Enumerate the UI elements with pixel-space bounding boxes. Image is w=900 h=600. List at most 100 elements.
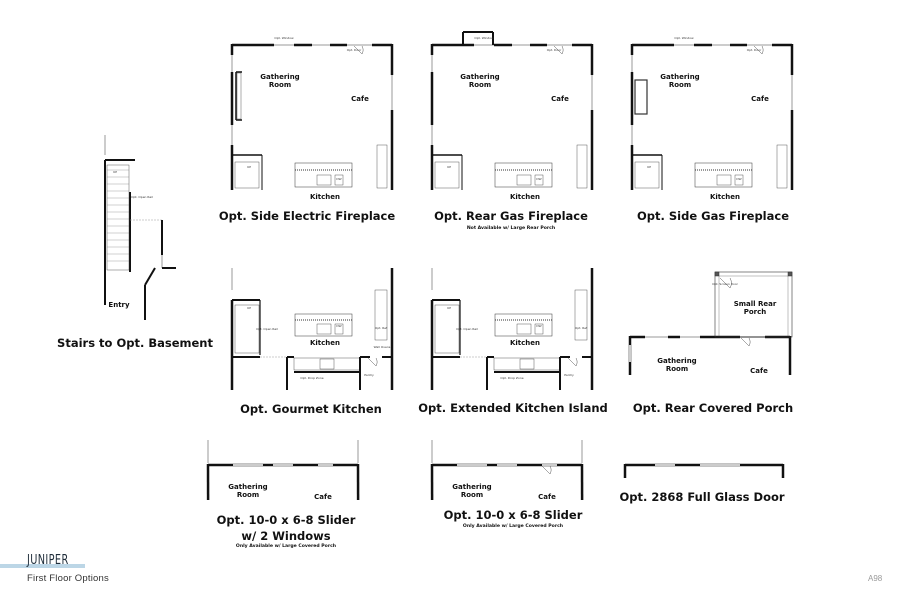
stairs — [634, 161, 660, 189]
wall — [144, 267, 156, 286]
label-opt-drop-zone: Opt. Drop Zone — [500, 376, 524, 380]
kitchen-island — [294, 313, 353, 337]
kitchen-island — [494, 162, 553, 188]
label-up: UP — [446, 306, 452, 310]
room-label-cafe: Cafe — [538, 493, 556, 501]
sink — [316, 174, 332, 186]
gas-fireplace — [634, 79, 648, 115]
room-label-kitchen: Kitchen — [309, 193, 341, 201]
stairs — [234, 304, 260, 354]
counter — [493, 357, 561, 371]
option-note-slider-2-windows: Only Available w/ Large Covered Porch — [235, 544, 337, 549]
counter — [376, 144, 388, 189]
porch-screen — [718, 275, 789, 338]
option-note-rear-gas-fireplace: Not Available w/ Large Rear Porch — [466, 226, 556, 231]
pantry-door — [367, 357, 378, 367]
label-opt-open-rail: Opt. Open Rail — [456, 327, 478, 331]
room-label-cafe: Cafe — [351, 95, 369, 103]
sink — [716, 174, 732, 186]
dishwasher — [534, 323, 544, 335]
room-label-gathering: Gathering Room — [660, 73, 700, 89]
sink — [516, 323, 532, 335]
room-label-entry: Entry — [108, 301, 130, 309]
dishwasher — [534, 174, 544, 186]
label-up: UP — [446, 165, 452, 169]
electric-fireplace — [236, 72, 242, 120]
option-title-side-gas-fireplace: Opt. Side Gas Fireplace — [636, 209, 790, 223]
label-up: UP — [112, 170, 118, 174]
kitchen-island — [694, 162, 753, 188]
label-up: UP — [646, 165, 652, 169]
counter — [293, 357, 361, 371]
label-opt-drop-zone: Opt. Drop Zone — [300, 376, 324, 380]
label-dw: DW — [336, 324, 342, 328]
door-swing — [553, 45, 564, 55]
room-label-cafe: Cafe — [314, 493, 332, 501]
dishwasher — [334, 174, 344, 186]
label-dw: DW — [536, 324, 542, 328]
kitchen-island — [494, 313, 553, 337]
dishwasher — [334, 323, 344, 335]
label-dw: DW — [736, 177, 742, 181]
label-opt-ref: Opt. Ref — [374, 326, 388, 330]
label-opt-door: Opt. Door — [346, 48, 362, 52]
door-swing — [740, 337, 751, 347]
door-swing — [353, 45, 364, 55]
stairs — [234, 161, 260, 189]
label-pantry: Pantry — [564, 373, 574, 377]
kitchen-island — [294, 162, 353, 188]
room-label-gathering: Gathering Room — [228, 483, 268, 499]
room-label-small-rear-porch: Small Rear Porch — [733, 300, 777, 316]
option-title-extended-kitchen-island: Opt. Extended Kitchen Island — [418, 401, 608, 415]
option-title-gourmet-kitchen: Opt. Gourmet Kitchen — [240, 402, 382, 416]
option-title-side-electric-fireplace: Opt. Side Electric Fireplace — [218, 209, 396, 223]
option-title-slider-2-windows-line2: w/ 2 Windows — [241, 529, 331, 543]
label-pantry: Pantry — [364, 373, 374, 377]
label-up: UP — [246, 165, 252, 169]
room-label-gathering: Gathering Room — [460, 73, 500, 89]
label-opt-door: Opt. Door — [546, 48, 562, 52]
label-wall-ovens: Wall Ovens — [373, 345, 391, 349]
porch-post — [714, 271, 720, 277]
label-up: UP — [246, 306, 252, 310]
stairs — [434, 161, 460, 189]
label-opt-window: Opt. Window — [274, 36, 294, 40]
refrigerator-counter — [574, 289, 588, 341]
staircase — [106, 164, 130, 271]
option-title-stairs-basement: Stairs to Opt. Basement — [57, 336, 213, 350]
option-title-slider: Opt. 10-0 x 6-8 Slider — [443, 508, 583, 522]
door-swing — [541, 465, 552, 475]
page-number: A98 — [868, 574, 883, 583]
option-title-rear-covered-porch: Opt. Rear Covered Porch — [632, 401, 794, 415]
pantry-door — [567, 357, 578, 367]
porch-post — [787, 271, 793, 277]
sink — [316, 323, 332, 335]
option-title-full-glass-door: Opt. 2868 Full Glass Door — [619, 490, 785, 504]
room-label-gathering: Gathering Room — [260, 73, 300, 89]
room-label-cafe: Cafe — [750, 367, 768, 375]
label-dw: DW — [336, 177, 342, 181]
room-label-kitchen: Kitchen — [509, 339, 541, 347]
brand-accent-bar — [0, 564, 85, 568]
screen-door-swing — [719, 277, 732, 289]
label-opt-open-rail: Opt. Open Rail — [131, 195, 153, 199]
label-opt-window: Opt. Window — [474, 36, 494, 40]
label-dw: DW — [536, 177, 542, 181]
refrigerator-counter — [374, 289, 388, 341]
room-label-gathering: Gathering Room — [657, 357, 697, 373]
room-label-cafe: Cafe — [751, 95, 769, 103]
room-label-kitchen: Kitchen — [709, 193, 741, 201]
label-opt-door: Opt. Door — [746, 48, 762, 52]
sink — [516, 174, 532, 186]
cooktop — [519, 358, 535, 370]
option-note-slider: Only Available w/ Large Covered Porch — [462, 524, 564, 529]
room-label-cafe: Cafe — [551, 95, 569, 103]
page-subtitle: First Floor Options — [27, 573, 109, 584]
brand-name: JUNIPER — [27, 553, 69, 568]
option-title-slider-2-windows: Opt. 10-0 x 6-8 Slider — [216, 513, 356, 527]
room-label-kitchen: Kitchen — [309, 339, 341, 347]
room-label-kitchen: Kitchen — [509, 193, 541, 201]
label-opt-open-rail: Opt. Open Rail — [256, 327, 278, 331]
cooktop — [319, 358, 335, 370]
